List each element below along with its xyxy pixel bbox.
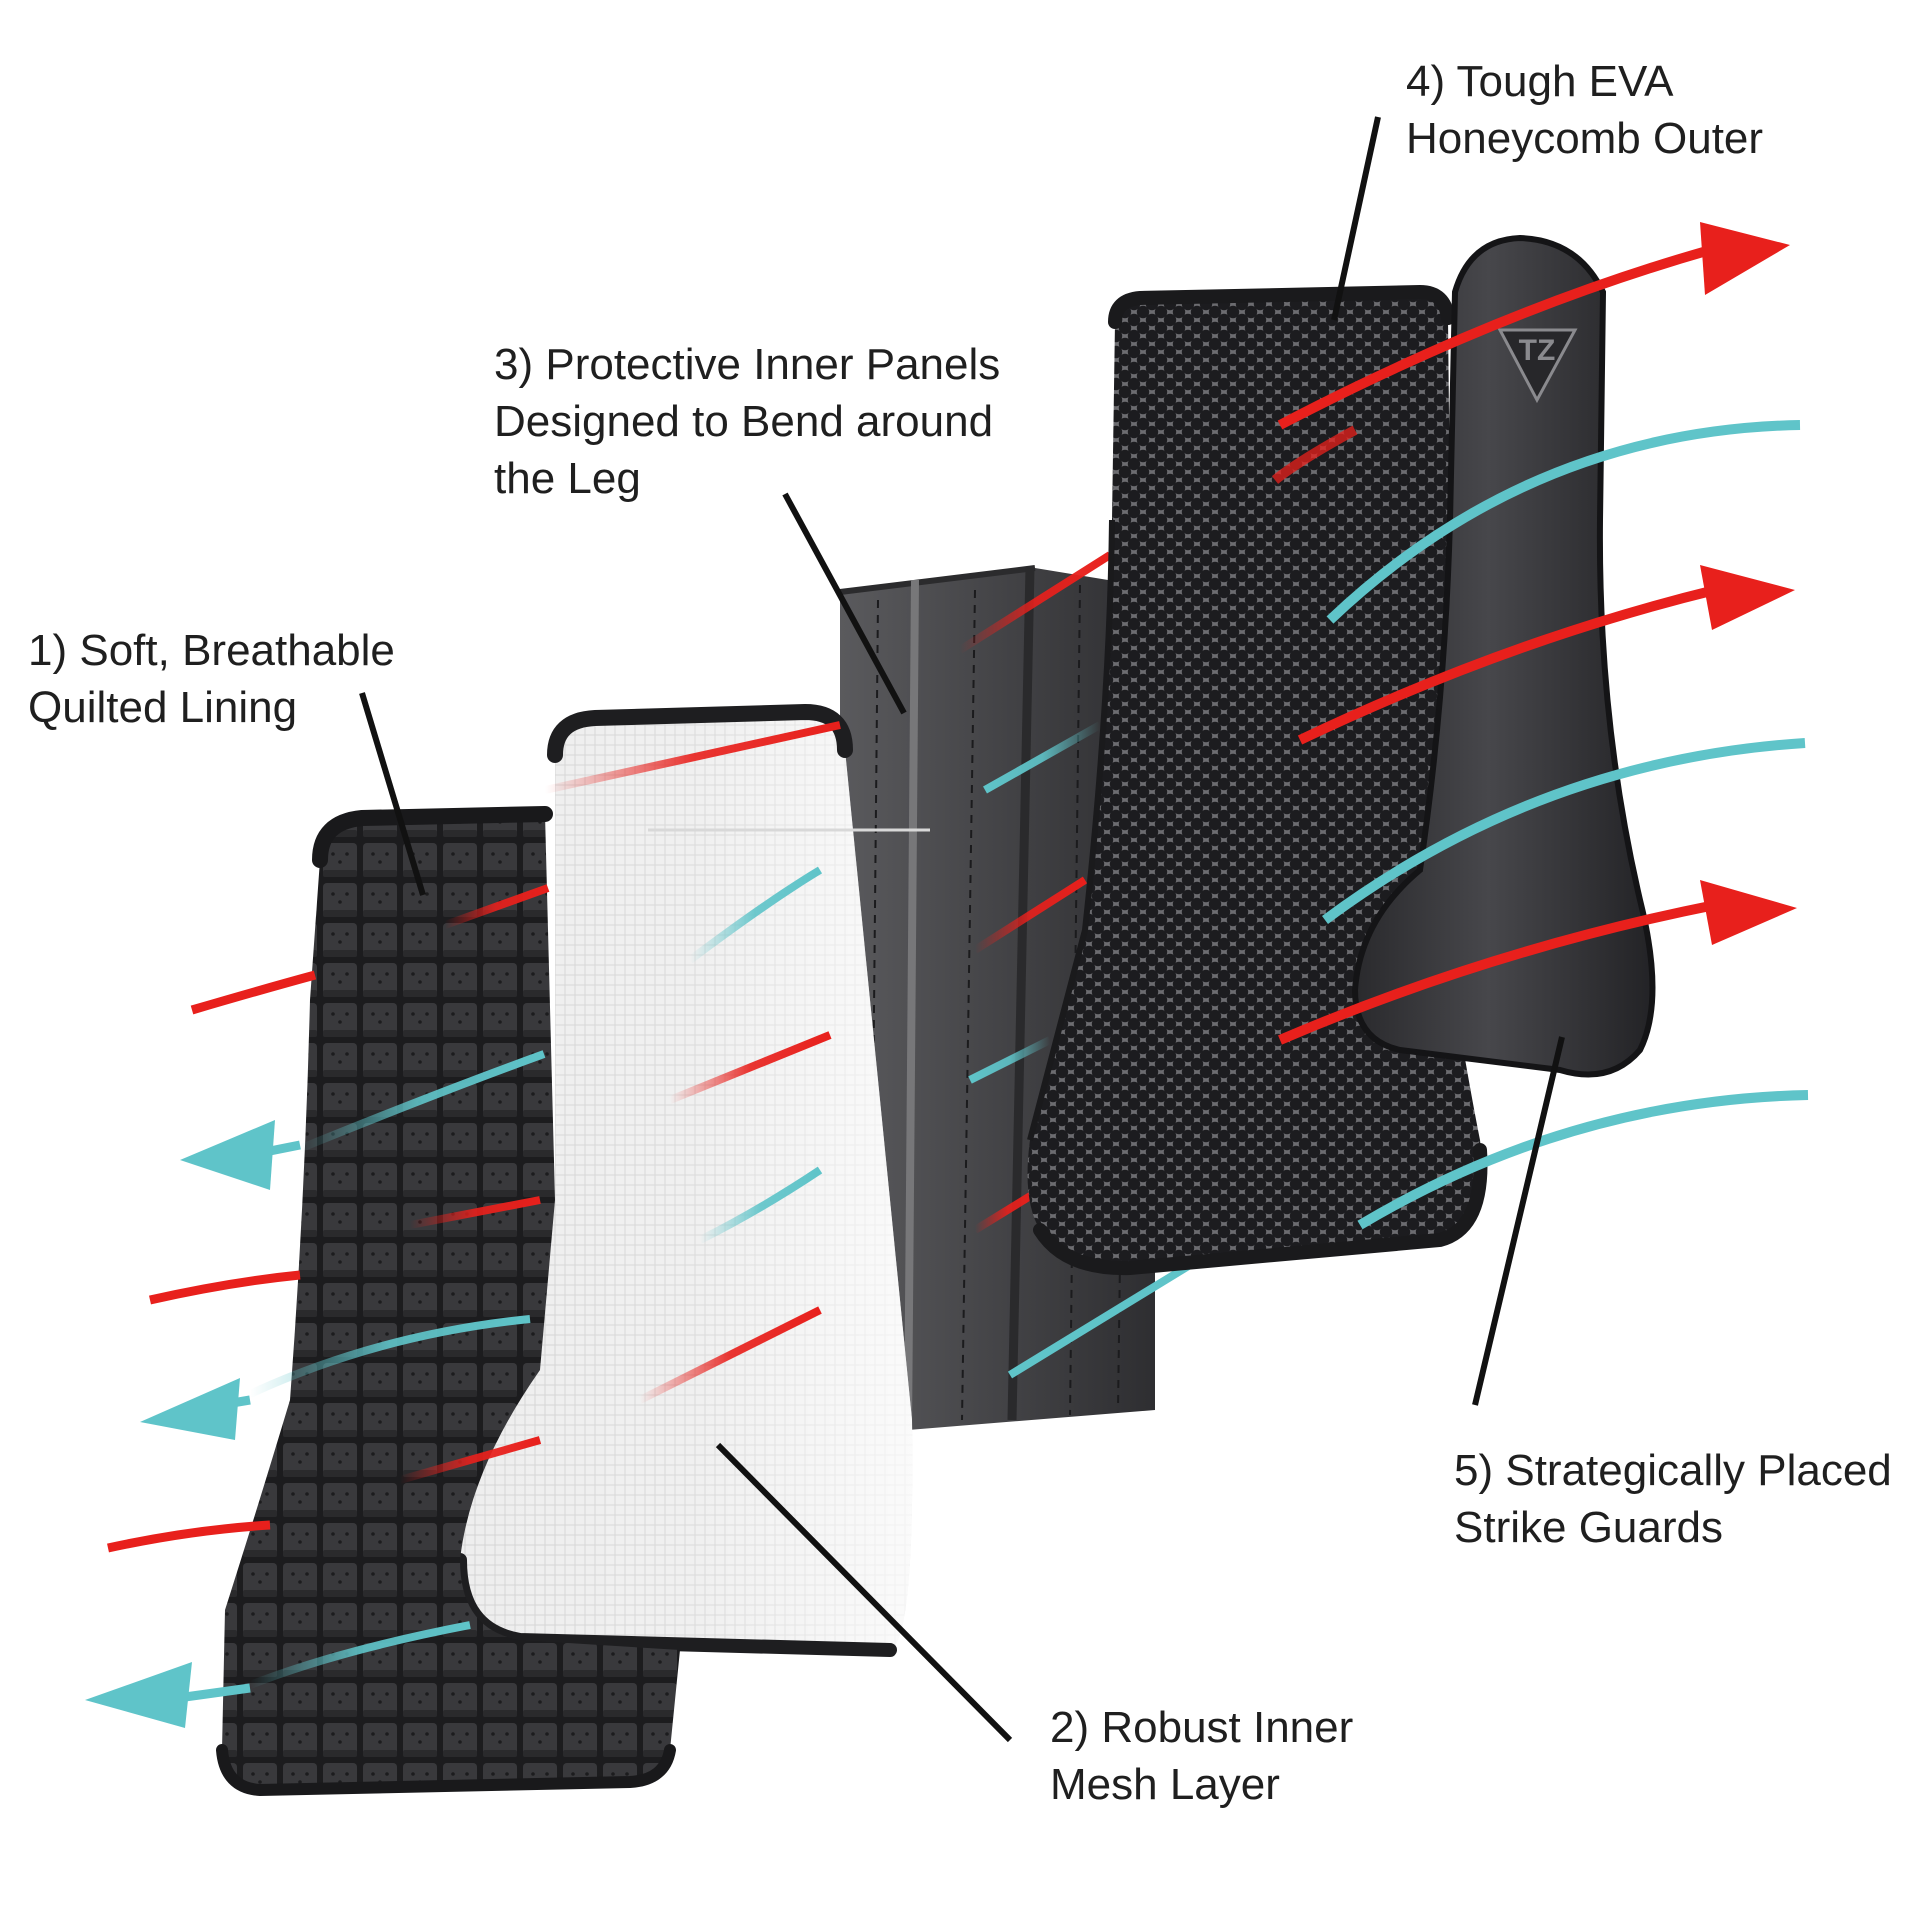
air-arrow-head-icon bbox=[85, 1662, 192, 1728]
outer-leader-line bbox=[1331, 116, 1381, 321]
callout-outer: 4) Tough EVA Honeycomb Outer bbox=[1406, 53, 1763, 167]
brand-logo-text: TZ bbox=[1519, 334, 1556, 367]
callout-guards-line2: Strike Guards bbox=[1454, 1503, 1723, 1552]
callout-panels-line1: 3) Protective Inner Panels bbox=[494, 340, 1001, 389]
heat-arrow-head-icon bbox=[1700, 222, 1790, 295]
callout-lining-line1: 1) Soft, Breathable bbox=[28, 626, 395, 675]
callout-outer-line1: 4) Tough EVA bbox=[1406, 57, 1674, 106]
callout-mesh-line2: Mesh Layer bbox=[1050, 1760, 1280, 1809]
leader-lines bbox=[359, 116, 1565, 1743]
callout-mesh-line1: 2) Robust Inner bbox=[1050, 1703, 1354, 1752]
callout-panels-line2: Designed to Bend around bbox=[494, 397, 994, 446]
mesh-leader-line bbox=[715, 1442, 1013, 1743]
callout-guards-line1: 5) Strategically Placed bbox=[1454, 1446, 1892, 1495]
callout-lining: 1) Soft, Breathable Quilted Lining bbox=[28, 622, 395, 736]
heat-arrow-head-icon bbox=[1700, 565, 1795, 630]
callout-lining-line2: Quilted Lining bbox=[28, 683, 298, 732]
guards-leader-line bbox=[1472, 1036, 1565, 1406]
heat-out-arrows bbox=[1271, 222, 1797, 1045]
callout-guards: 5) Strategically Placed Strike Guards bbox=[1454, 1442, 1892, 1556]
air-arrow-head-icon bbox=[140, 1378, 240, 1440]
heat-arrow-head-icon bbox=[1700, 880, 1797, 945]
heat-in-streams bbox=[107, 721, 841, 1553]
triangle-tz-logo-icon bbox=[1497, 328, 1578, 404]
air-arrow-head-icon bbox=[180, 1120, 275, 1190]
callout-panels: 3) Protective Inner Panels Designed to B… bbox=[494, 336, 1000, 507]
callout-mesh: 2) Robust Inner Mesh Layer bbox=[1050, 1699, 1353, 1813]
panels-leader-line bbox=[782, 492, 907, 715]
callout-outer-line2: Honeycomb Outer bbox=[1406, 114, 1764, 163]
inner-mesh-layer bbox=[453, 703, 930, 1657]
quilted-lining-layer bbox=[216, 806, 680, 1797]
callout-panels-line3: the Leg bbox=[494, 454, 641, 503]
fresh-air-arrows bbox=[85, 420, 1809, 1728]
lining-leader-line bbox=[359, 692, 426, 896]
